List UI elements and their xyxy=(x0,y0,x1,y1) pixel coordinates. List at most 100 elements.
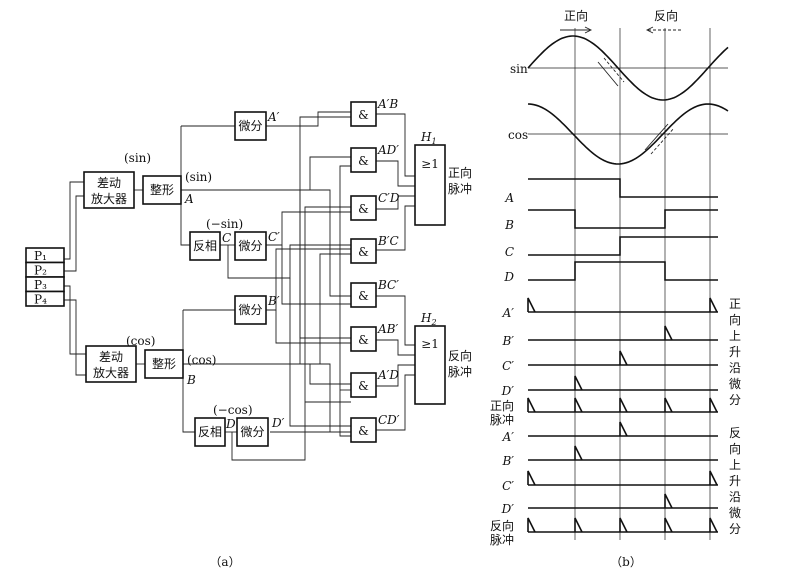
wire xyxy=(299,116,351,364)
reverse-pulse-row-label-1: 反向 xyxy=(490,518,514,533)
wire xyxy=(309,364,351,385)
signal-d-label: D xyxy=(225,417,236,431)
pulse-c1-rev-pulse-2 xyxy=(709,470,718,486)
wire xyxy=(376,160,415,187)
timing-row2-label-2: B′ xyxy=(501,454,514,468)
and-gate-symbol-6: & xyxy=(358,333,369,347)
timing-row-label-4: D xyxy=(503,270,514,284)
pulse-d1-pulse-1 xyxy=(574,375,583,391)
signal-d1-label: D′ xyxy=(271,416,285,430)
and-gate-term-1: A′B xyxy=(377,97,398,111)
wave-b xyxy=(528,209,718,229)
reverse-pulse-wave-pulse-3 xyxy=(619,517,628,533)
diff-amp-sin-line1: 差动 xyxy=(97,176,121,190)
reverse-rise-diff-char-4: 升 xyxy=(729,474,741,488)
timing-row-label-8: D′ xyxy=(501,384,515,398)
forward-rise-diff-char-6: 微 xyxy=(729,377,741,391)
shaper-sin-label: 整形 xyxy=(150,182,174,197)
pulse-d1-rev-pulse-1 xyxy=(664,493,673,509)
wire xyxy=(266,211,351,246)
caption-a: （a） xyxy=(209,555,240,569)
wire xyxy=(275,310,351,344)
wire xyxy=(289,278,351,427)
sensor-4 xyxy=(25,290,65,307)
cos-curve xyxy=(527,103,729,165)
diff-d-label: 微分 xyxy=(240,425,264,439)
forward-pulse-output-1: 正向 xyxy=(448,165,472,180)
forward-rise-diff-char-2: 向 xyxy=(729,312,741,327)
wire xyxy=(64,285,86,355)
sensor-label-1: P₁ xyxy=(34,249,47,263)
inverter-sin xyxy=(189,231,221,261)
reverse-rise-diff-char-5: 沿 xyxy=(729,490,741,504)
cos-line-label: (cos) xyxy=(187,353,216,367)
timing-row2-label-3: C′ xyxy=(502,479,514,493)
forward-rise-diff-char-4: 升 xyxy=(729,345,741,359)
diff-amp-cos-line2: 放大器 xyxy=(93,365,129,380)
caption-b: （b） xyxy=(610,555,642,569)
diff-a-label: 微分 xyxy=(238,119,262,133)
wire xyxy=(182,310,195,433)
timing-row-label-1: A xyxy=(504,191,514,205)
inverter-cos-label: 反相 xyxy=(198,425,222,439)
forward-pulse-wave-pulse-2 xyxy=(574,397,583,413)
wire xyxy=(64,195,84,272)
signal-a1-label: A′ xyxy=(267,110,280,124)
cos-forward-arrow xyxy=(644,123,669,151)
and-gate-term-7: A′D xyxy=(377,368,399,382)
timing-row-label-6: B′ xyxy=(501,334,514,348)
wire xyxy=(64,181,84,260)
wire xyxy=(180,126,190,246)
h2-label: H2 xyxy=(420,311,437,327)
and-gate-symbol-8: & xyxy=(358,424,369,438)
pulse-a1-rev-pulse-1 xyxy=(619,421,628,437)
signal-b-label: B xyxy=(186,373,196,387)
and-gate-4 xyxy=(350,238,377,264)
and-gate-5 xyxy=(350,282,377,308)
pulse-a1-pulse-2 xyxy=(709,297,718,313)
wave-d xyxy=(528,261,718,281)
and-gate-term-8: CD′ xyxy=(378,413,400,427)
wire xyxy=(376,295,415,346)
shaper-cos xyxy=(144,349,184,379)
reverse-pulse-output-1: 反向 xyxy=(448,348,472,363)
cos-reverse-arrow xyxy=(650,127,675,155)
and-gate-symbol-2: & xyxy=(358,154,369,168)
sin-reverse-arrow xyxy=(603,57,625,83)
diff-d xyxy=(236,417,269,447)
sin-curve xyxy=(527,35,729,101)
and-gate-8 xyxy=(350,417,377,443)
diff-amp-cos xyxy=(85,345,137,383)
forward-rise-diff-char-5: 沿 xyxy=(729,361,741,375)
forward-label: 正向 xyxy=(564,8,588,23)
timing-row-label-3: C xyxy=(505,245,514,259)
diff-amp-cos-line1: 差动 xyxy=(99,350,123,364)
wire xyxy=(376,339,415,356)
or-gate-h2-symbol: ≥1 xyxy=(421,337,439,351)
pulse-b1-rev-pulse-1 xyxy=(574,445,583,461)
wire xyxy=(270,165,351,433)
neg-cos-label: (−cos) xyxy=(213,403,253,417)
wire xyxy=(319,253,351,364)
wire xyxy=(183,363,351,433)
sensor-label-2: P₂ xyxy=(34,264,47,278)
wire xyxy=(376,364,415,387)
and-gate-1 xyxy=(350,101,377,127)
wire xyxy=(181,189,351,297)
reverse-pulse-wave-pulse-5 xyxy=(709,517,718,533)
diff-a xyxy=(234,111,267,141)
forward-pulse-wave-pulse-4 xyxy=(664,397,673,413)
pulse-b1-pulse-1 xyxy=(664,325,673,341)
signal-b1-label: B′ xyxy=(267,294,280,308)
and-gate-6 xyxy=(350,326,377,352)
timing-row2-label-4: D′ xyxy=(501,502,515,516)
shaper-cos-label: 整形 xyxy=(152,356,176,371)
wire xyxy=(266,111,351,127)
wire xyxy=(376,195,415,210)
cos-row-label: cos xyxy=(508,128,528,142)
wire xyxy=(231,206,351,461)
and-gate-symbol-1: & xyxy=(358,108,369,122)
h1-label: H1 xyxy=(420,130,437,146)
wire xyxy=(376,205,415,251)
